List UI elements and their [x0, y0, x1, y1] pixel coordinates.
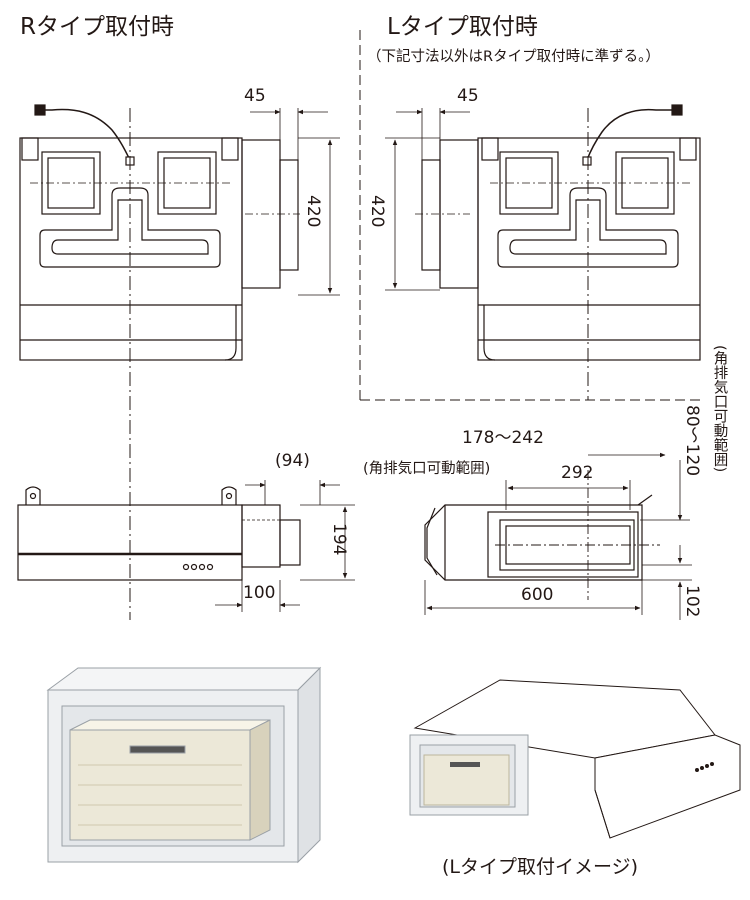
r-dim-194: 194: [329, 523, 349, 556]
r-type-front-view: [17, 480, 355, 612]
l-type-bottom-view: [424, 452, 692, 620]
r-dim-45: 45: [244, 86, 266, 106]
l-dim-292: 292: [561, 463, 594, 483]
l-dim-420: 420: [367, 195, 387, 228]
l-dim-45: 45: [457, 86, 479, 106]
l-type-hood-illustration: [409, 679, 741, 839]
l-type-note: （下記寸法以外はRタイプ取付時に準ずる。）: [367, 49, 660, 65]
l-dim-80-120: 80～120: [682, 405, 702, 477]
r-type-title: Rタイプ取付時: [20, 14, 174, 40]
r-dim-100: 100: [243, 583, 276, 603]
r-dim-420: 420: [303, 195, 323, 228]
r-dim-94: (94): [275, 451, 310, 471]
l-dim-600: 600: [521, 585, 554, 605]
l-dim-102: 102: [682, 585, 702, 618]
duct-box-illustration: [46, 666, 322, 864]
r-type-top-view: [19, 104, 340, 620]
l-type-top-view: [359, 30, 705, 401]
l-image-caption: (Lタイプ取付イメージ): [442, 856, 639, 878]
l-vert-range-label: (角排気口可動範囲): [711, 345, 728, 473]
l-type-title: Lタイプ取付時: [387, 14, 538, 40]
l-range-label: (角排気口可動範囲): [363, 461, 491, 477]
l-dim-178-242: 178～242: [462, 428, 544, 448]
